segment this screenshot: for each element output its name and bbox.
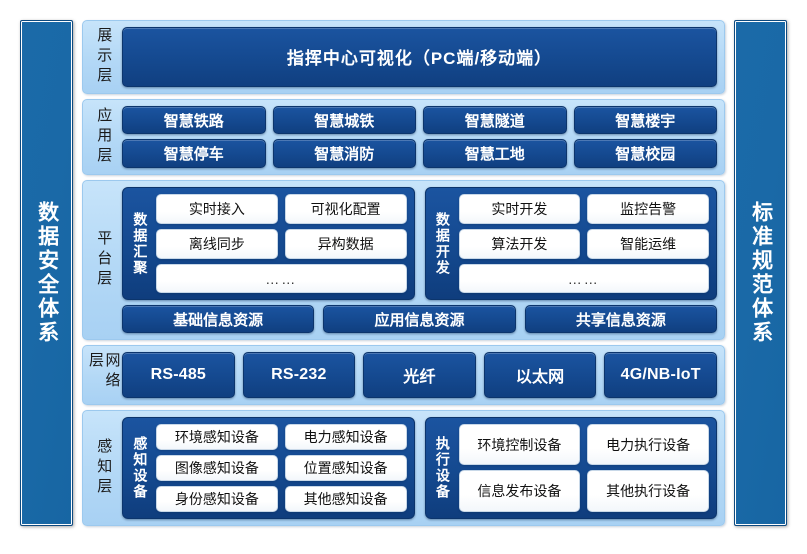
layer-network-body: RS-485 RS-232 光纤 以太网 4G/NB-IoT <box>122 352 717 398</box>
development-realtime-dev[interactable]: 实时开发 <box>458 193 581 224</box>
app-item-smart-parking[interactable]: 智慧停车 <box>122 139 266 168</box>
application-row-1: 智慧铁路 智慧城铁 智慧隧道 智慧楼宇 <box>122 105 717 135</box>
platform-group-data-development-label: 数据开发 <box>434 211 451 276</box>
actuator-info-publish-device[interactable]: 信息发布设备 <box>458 470 581 512</box>
development-more-ellipsis[interactable]: …… <box>458 263 709 294</box>
aggregation-row-2: 离线同步 异构数据 <box>156 228 407 259</box>
development-algorithm-dev[interactable]: 算法开发 <box>458 228 581 259</box>
aggregation-offline-sync[interactable]: 离线同步 <box>156 228 278 259</box>
development-monitor-alarm[interactable]: 监控告警 <box>587 193 709 224</box>
left-pillar-data-security: 数据安全体系 <box>20 20 73 526</box>
layer-application-body: 智慧铁路 智慧城铁 智慧隧道 智慧楼宇 智慧停车 智慧消防 智慧工地 智慧校园 <box>122 105 717 168</box>
network-items-row: RS-485 RS-232 光纤 以太网 4G/NB-IoT <box>122 352 717 398</box>
sense-groups: 感知设备 环境感知设备 电力感知设备 图像感知设备 位置感知设备 <box>122 416 717 519</box>
development-smart-ops[interactable]: 智能运维 <box>587 228 709 259</box>
actuator-row-2: 信息发布设备 其他执行设备 <box>458 470 709 512</box>
network-item-fiber[interactable]: 光纤 <box>363 352 476 398</box>
app-item-smart-railway[interactable]: 智慧铁路 <box>122 105 266 135</box>
actuator-other-execution-device[interactable]: 其他执行设备 <box>587 470 709 512</box>
sensing-row-2: 图像感知设备 位置感知设备 <box>156 454 407 481</box>
app-item-smart-tunnel[interactable]: 智慧隧道 <box>423 105 567 135</box>
sensing-image-device[interactable]: 图像感知设备 <box>156 454 278 481</box>
sensing-row-3: 身份感知设备 其他感知设备 <box>156 485 407 512</box>
sensing-row-1: 环境感知设备 电力感知设备 <box>156 423 407 450</box>
aggregation-heterogeneous-data[interactable]: 异构数据 <box>284 228 407 259</box>
sense-group-sensing-devices: 感知设备 环境感知设备 电力感知设备 图像感知设备 位置感知设备 <box>122 416 415 519</box>
sense-group-sensing-devices-label: 感知设备 <box>132 435 149 500</box>
aggregation-row-1: 实时接入 可视化配置 <box>156 193 407 224</box>
layer-platform-body: 数据汇聚 实时接入 可视化配置 离线同步 异构数据 …… <box>122 186 717 334</box>
layer-sense-body: 感知设备 环境感知设备 电力感知设备 图像感知设备 位置感知设备 <box>122 416 717 519</box>
sensing-power-device[interactable]: 电力感知设备 <box>284 423 407 450</box>
app-item-smart-fire[interactable]: 智慧消防 <box>272 139 416 168</box>
app-item-smart-campus[interactable]: 智慧校园 <box>573 139 717 168</box>
app-item-smart-metro[interactable]: 智慧城铁 <box>272 105 416 135</box>
platform-group-data-aggregation-grid: 实时接入 可视化配置 离线同步 异构数据 …… <box>156 193 407 294</box>
sensing-location-device[interactable]: 位置感知设备 <box>284 454 407 481</box>
display-command-center-box[interactable]: 指挥中心可视化（PC端/移动端） <box>122 27 717 87</box>
application-row-2: 智慧停车 智慧消防 智慧工地 智慧校园 <box>122 139 717 168</box>
actuator-row-1: 环境控制设备 电力执行设备 <box>458 423 709 466</box>
aggregation-realtime-access[interactable]: 实时接入 <box>156 193 278 224</box>
app-item-smart-site[interactable]: 智慧工地 <box>423 139 567 168</box>
sensing-other-device[interactable]: 其他感知设备 <box>284 485 407 512</box>
layer-sense-label: 感知层 <box>95 437 113 498</box>
sense-group-actuator-devices: 执行设备 环境控制设备 电力执行设备 信息发布设备 其他执行设备 <box>424 416 717 519</box>
platform-group-data-aggregation: 数据汇聚 实时接入 可视化配置 离线同步 异构数据 …… <box>122 186 415 301</box>
actuator-power-execution-device[interactable]: 电力执行设备 <box>587 423 709 466</box>
resource-shared-info[interactable]: 共享信息资源 <box>524 305 717 334</box>
network-item-4g-nbiot[interactable]: 4G/NB-IoT <box>604 352 717 398</box>
aggregation-visual-config[interactable]: 可视化配置 <box>284 193 407 224</box>
layer-display-body: 指挥中心可视化（PC端/移动端） <box>122 27 717 87</box>
development-row-3: …… <box>458 263 709 294</box>
platform-group-data-development-grid: 实时开发 监控告警 算法开发 智能运维 …… <box>458 193 709 294</box>
layer-application: 应用层 智慧铁路 智慧城铁 智慧隧道 智慧楼宇 智慧停车 智慧消防 智慧工地 智… <box>82 98 725 175</box>
network-item-rs485[interactable]: RS-485 <box>122 352 235 398</box>
right-pillar-standards: 标准规范体系 <box>734 20 787 526</box>
layer-sense: 感知层 感知设备 环境感知设备 电力感知设备 图像感知设备 <box>82 409 725 526</box>
actuator-devices-grid: 环境控制设备 电力执行设备 信息发布设备 其他执行设备 <box>458 423 709 512</box>
layer-network-label: 网络层 <box>87 352 121 393</box>
sensing-environment-device[interactable]: 环境感知设备 <box>156 423 278 450</box>
aggregation-row-3: …… <box>156 263 407 294</box>
layer-application-label: 应用层 <box>95 106 113 167</box>
platform-group-data-aggregation-label: 数据汇聚 <box>132 211 149 276</box>
layer-platform: 平台层 数据汇聚 实时接入 可视化配置 离线同步 异 <box>82 179 725 341</box>
layer-display: 展示层 指挥中心可视化（PC端/移动端） <box>82 20 725 94</box>
actuator-environment-control-device[interactable]: 环境控制设备 <box>458 423 581 466</box>
platform-resources-row: 基础信息资源 应用信息资源 共享信息资源 <box>122 305 717 334</box>
layer-network: 网络层 RS-485 RS-232 光纤 以太网 4G/NB-IoT <box>82 345 725 405</box>
layer-platform-label: 平台层 <box>95 230 113 291</box>
network-item-rs232[interactable]: RS-232 <box>242 352 356 398</box>
aggregation-more-ellipsis[interactable]: …… <box>156 263 407 294</box>
network-item-ethernet[interactable]: 以太网 <box>483 352 597 398</box>
platform-groups: 数据汇聚 实时接入 可视化配置 离线同步 异构数据 …… <box>122 186 717 301</box>
resource-basic-info[interactable]: 基础信息资源 <box>122 305 315 334</box>
sensing-devices-grid: 环境感知设备 电力感知设备 图像感知设备 位置感知设备 身份感知设备 其他感知设… <box>156 423 407 512</box>
layer-display-label: 展示层 <box>95 27 113 87</box>
layers-column: 展示层 指挥中心可视化（PC端/移动端） 应用层 智慧铁路 智慧城铁 智慧隧道 … <box>82 20 725 526</box>
sensing-identity-device[interactable]: 身份感知设备 <box>156 485 278 512</box>
sense-group-actuator-devices-label: 执行设备 <box>434 435 451 500</box>
app-item-smart-building[interactable]: 智慧楼宇 <box>573 105 717 135</box>
development-row-2: 算法开发 智能运维 <box>458 228 709 259</box>
resource-app-info[interactable]: 应用信息资源 <box>323 305 516 334</box>
platform-group-data-development: 数据开发 实时开发 监控告警 算法开发 智能运维 …… <box>424 186 717 301</box>
development-row-1: 实时开发 监控告警 <box>458 193 709 224</box>
